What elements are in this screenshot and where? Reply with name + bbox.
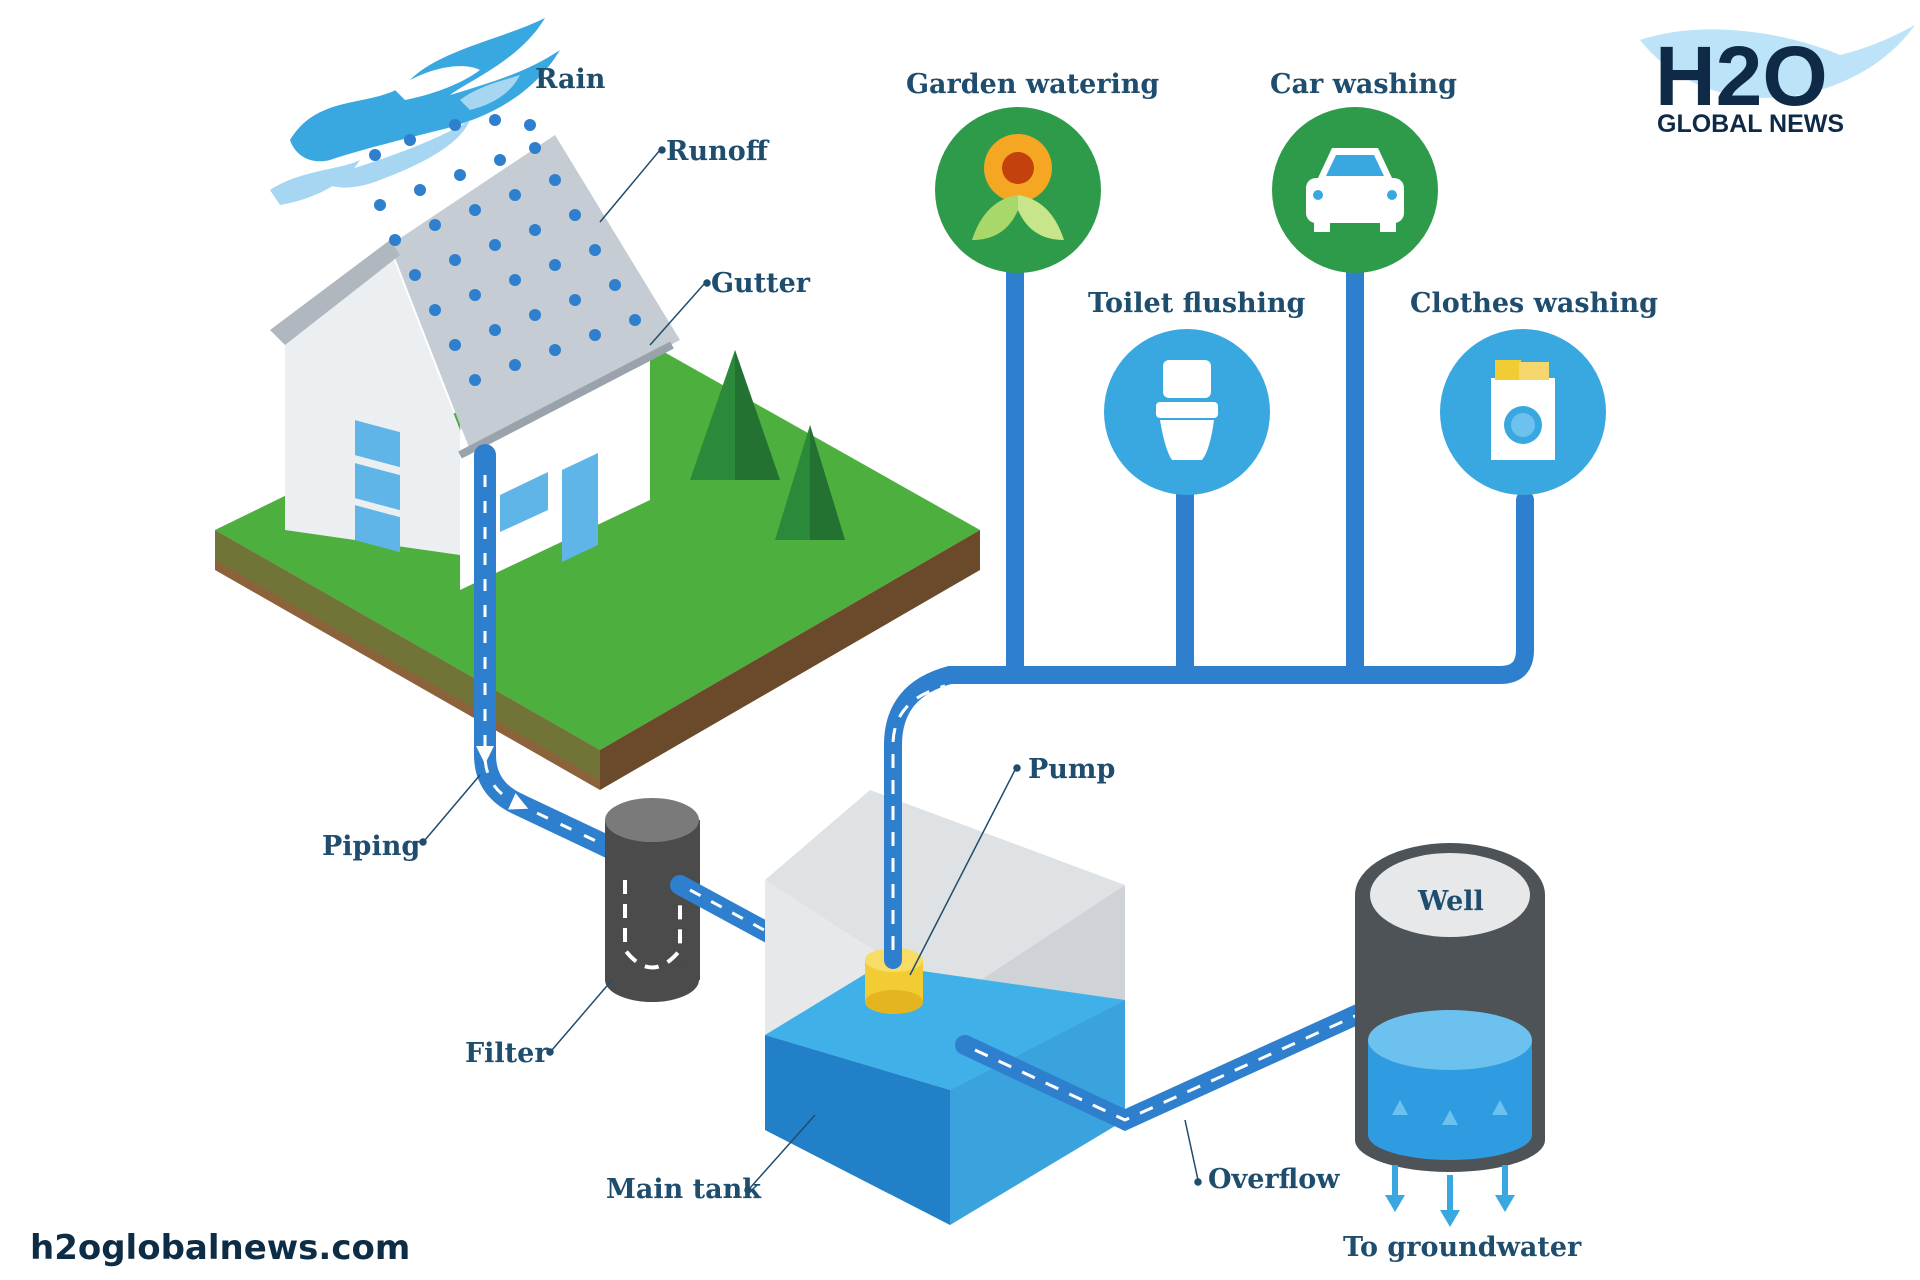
pump-flow-arrows [891, 684, 946, 950]
label-car-washing: Car washing [1270, 69, 1457, 100]
label-garden-watering: Garden watering [906, 69, 1159, 100]
washing-machine-icon [1491, 360, 1555, 460]
label-to-groundwater: To groundwater [1343, 1232, 1582, 1263]
filter-icon [605, 798, 700, 1002]
label-well: Well [1417, 886, 1484, 917]
leader-lines [419, 146, 1202, 1194]
logo-subtitle: GLOBAL NEWS [1657, 110, 1844, 138]
label-clothes-washing: Clothes washing [1410, 288, 1658, 319]
piping [474, 444, 626, 861]
label-gutter: Gutter [711, 268, 811, 299]
sunflower-icon [972, 134, 1064, 240]
well-icon [1355, 843, 1545, 1227]
label-main-tank: Main tank [606, 1174, 762, 1205]
label-piping: Piping [322, 831, 420, 862]
label-overflow: Overflow [1208, 1164, 1340, 1195]
use-car-washing [1272, 107, 1438, 273]
label-pump: Pump [1028, 754, 1115, 785]
label-filter: Filter [465, 1038, 549, 1069]
main-tank [765, 790, 1125, 1225]
car-icon [1306, 148, 1404, 232]
label-rain: Rain [535, 64, 606, 95]
site-url[interactable]: h2oglobalnews.com [30, 1228, 411, 1268]
pump-icon [865, 948, 923, 1014]
toilet-icon [1156, 360, 1218, 460]
house-icon [270, 135, 680, 590]
label-runoff: Runoff [666, 136, 770, 167]
distribution-pipe [884, 261, 1534, 969]
logo-mark: H2O [1655, 29, 1828, 123]
label-toilet-flushing: Toilet flushing [1088, 288, 1306, 319]
h2o-global-news-logo: H2O GLOBAL NEWS [1640, 25, 1915, 138]
rain-cloud-icon [270, 18, 560, 205]
use-toilet-flushing [1104, 329, 1270, 495]
use-garden-watering [935, 107, 1101, 273]
overflow-pipe [955, 985, 1410, 1132]
raindrops [369, 114, 641, 386]
use-clothes-washing [1440, 329, 1606, 495]
tree-icon [690, 350, 845, 540]
